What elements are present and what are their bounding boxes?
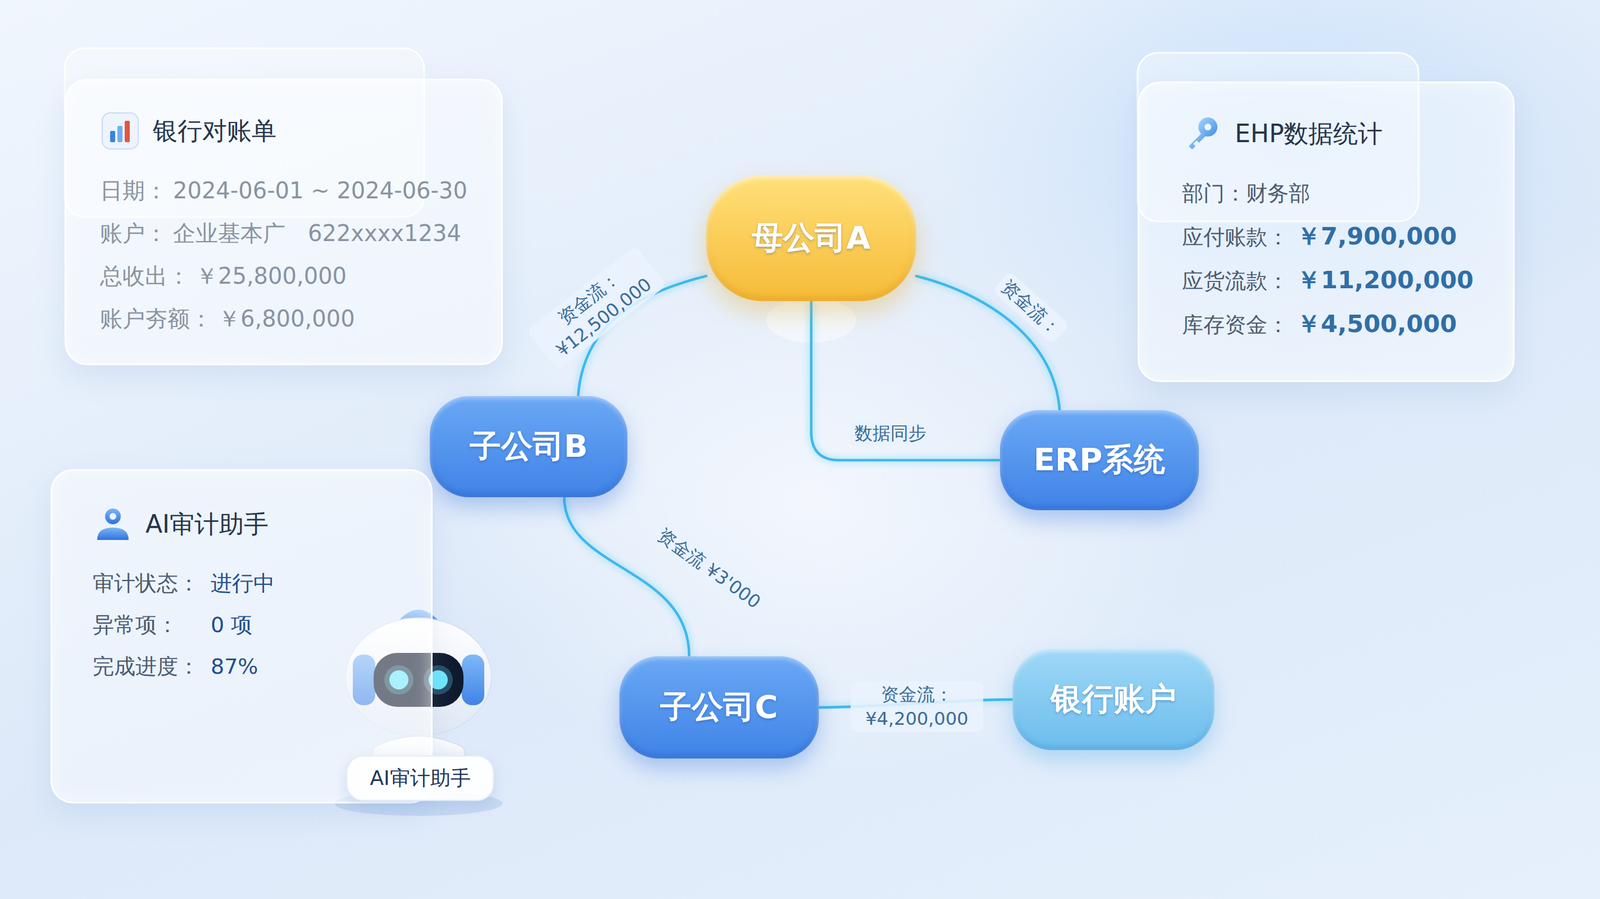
field-value: 进行中 [210,562,275,604]
edge-label: 资金流 ¥3'000 [648,519,770,618]
field-label: 异常项： [92,603,211,646]
field-value: ￥6,800,000 [217,297,356,340]
edge-label: 资金流： ¥4,200,000 [850,681,984,733]
connector-glow [811,301,1000,461]
card-heading-row: 银行对账单 [100,108,468,154]
field-label: 审计状态： [92,562,211,604]
node-label: 子公司B [469,425,589,468]
field-label: 账户夯额： [100,297,213,340]
field-label: 应付账款： [1182,215,1289,259]
field-value: 2024-06-01 ~ 2024-06-30 [173,169,468,212]
robot-badge: AI审计助手 [346,755,494,802]
node-label: 母公司A [751,216,871,260]
data-row: 账户：企业基本广 622xxxx1234 [100,211,468,255]
system-node: ERP系统 [1000,410,1199,511]
subsidiary-node: 子公司C [619,656,820,759]
data-row: 账户夯额：￥6,800,000 [100,297,468,340]
parent-company-node: 母公司A [706,175,917,302]
field-label: 账户： [100,211,168,255]
field-value: ￥25,800,000 [195,254,347,298]
connector-glow [564,497,689,657]
subsidiary-node: 子公司B [429,396,628,498]
field-value: 企业基本广 622xxxx1234 [173,211,462,255]
data-row: 审计状态：进行中 [92,562,398,604]
data-row: 库存资金：￥4,500,000 [1182,302,1474,347]
statement-card: 银行对账单日期：2024-06-01 ~ 2024-06-30账户：企业基本广 … [64,78,503,366]
data-row: 应付账款：￥7,900,000 [1182,214,1474,259]
card-heading: EHP数据统计 [1234,117,1383,151]
field-value: ￥11,200,000 [1296,258,1474,302]
node-label: 子公司C [660,685,778,729]
field-value: ￥4,500,000 [1296,302,1457,345]
data-row: 应货流款：￥11,200,000 [1182,258,1474,303]
card-heading: AI审计助手 [145,507,269,542]
card-heading-row: EHP数据统计 [1182,111,1474,157]
edge-label: 数据同步 [850,420,931,447]
stats-card: EHP数据统计部门：财务部应付账款：￥7,900,000应货流款：￥11,200… [1137,81,1515,383]
field-label: 应货流款： [1182,259,1289,303]
key-icon [1182,113,1223,154]
field-label: 完成进度： [92,645,211,688]
field-value: 0 项 [210,603,253,646]
data-row: 完成进度：87% [92,645,398,688]
edge-label: 资金流： [992,270,1071,345]
field-value: ￥7,900,000 [1296,214,1457,258]
data-row: 总收出：￥25,800,000 [100,254,468,298]
chart-icon [100,110,141,152]
card-heading-row: AI审计助手 [92,501,398,547]
field-label: 日期： [100,169,168,212]
field-label: 部门：财务部 [1182,171,1311,215]
node-label: ERP系统 [1033,438,1166,482]
data-row: 日期：2024-06-01 ~ 2024-06-30 [100,169,468,212]
bank-account-node: 银行账户 [1012,648,1215,750]
assistant-card: AI审计助手审计状态：进行中异常项：0 项完成进度：87%AI审计助手 [50,469,433,804]
data-row: 部门：财务部 [1182,171,1474,215]
field-label: 库存资金： [1182,303,1289,347]
badge-label: AI审计助手 [369,766,471,790]
node-label: 银行账户 [1050,678,1177,721]
flow-connector [564,497,689,657]
data-row: 异常项：0 项 [92,603,398,646]
card-heading: 银行对账单 [152,114,277,148]
field-value: 87% [210,645,258,688]
field-label: 总收出： [100,254,190,298]
edge-label: 资金流： ¥12,500,000 [526,245,667,371]
avatar-icon [92,503,134,545]
flow-connector [811,301,1000,461]
